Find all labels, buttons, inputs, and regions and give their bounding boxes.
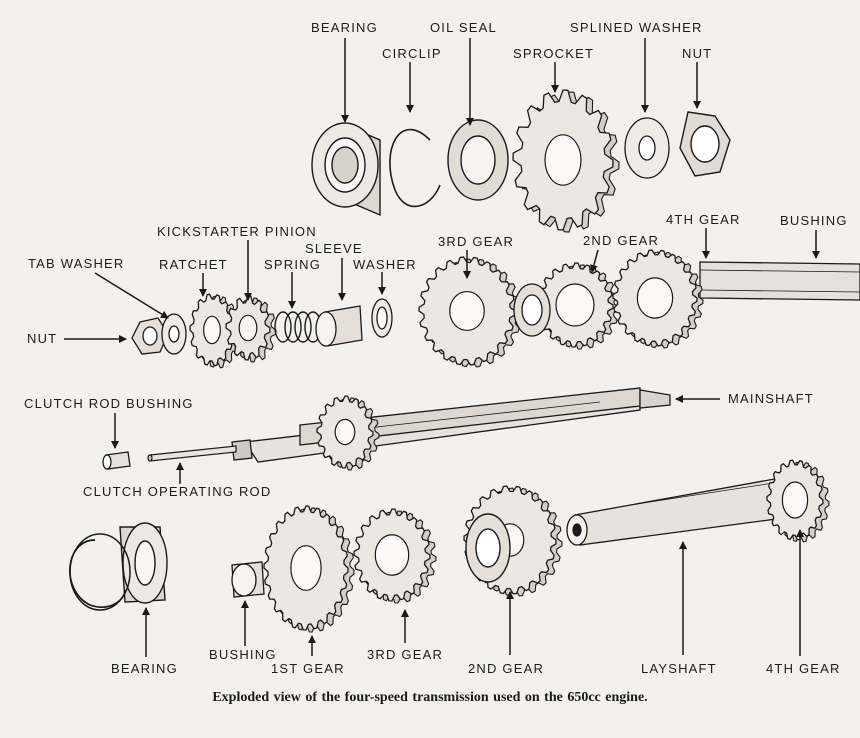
- bottom-ring-drawing: [465, 513, 511, 583]
- label-2nd-gear-top: 2ND GEAR: [583, 233, 660, 248]
- washer-drawing: [371, 298, 393, 338]
- label-clutch-operating-rod: CLUTCH OPERATING ROD: [83, 484, 272, 499]
- label-splined-washer: SPLINED WASHER: [570, 20, 703, 35]
- gear-drawings: [189, 89, 830, 633]
- top-shaft: [699, 261, 860, 301]
- label-washer: WASHER: [353, 257, 417, 272]
- tab-washer-drawing: [161, 313, 187, 355]
- top-3rd-gear-icon: [418, 256, 522, 368]
- sleeve-drawing: [315, 305, 363, 347]
- spring-drawing: [274, 311, 322, 343]
- label-circlip: CIRCLIP: [382, 46, 442, 61]
- top-nut-drawing: [679, 111, 731, 177]
- label-4th-gear-top: 4TH GEAR: [666, 212, 741, 227]
- label-nut-top: NUT: [682, 46, 713, 61]
- oil-seal-drawing: [447, 119, 509, 201]
- top-2nd-gear-icon: [536, 262, 620, 350]
- 1st-gear-icon: [263, 505, 355, 633]
- mainshaft-gear-icon: [316, 395, 380, 471]
- label-tab-washer: TAB WASHER: [28, 256, 125, 271]
- bottom-3rd-gear-icon: [353, 508, 437, 604]
- label-bearing-bottom: BEARING: [111, 661, 178, 676]
- top-4th-gear-icon: [612, 249, 704, 349]
- top-bearing-drawing: [311, 122, 381, 217]
- layshaft-drawing: [566, 477, 785, 546]
- sprocket-icon: [512, 89, 620, 233]
- kickstarter-pinion-icon: [225, 295, 277, 363]
- label-clutch-rod-bushing: CLUTCH ROD BUSHING: [24, 396, 194, 411]
- bottom-bushing-drawing: [231, 561, 265, 598]
- circlip-drawing: [389, 128, 441, 208]
- label-2nd-gear-bottom: 2ND GEAR: [468, 661, 545, 676]
- label-bushing-bottom: BUSHING: [209, 647, 277, 662]
- arrow-2nd-gear-top: [589, 249, 599, 273]
- label-sprocket: SPROCKET: [513, 46, 595, 61]
- clutch-rod-drawing: [147, 445, 237, 462]
- label-layshaft: LAYSHAFT: [641, 661, 717, 676]
- label-nut-left: NUT: [27, 331, 58, 346]
- label-bearing-top: BEARING: [311, 20, 378, 35]
- splined-washer-drawing: [624, 117, 670, 179]
- layshaft-4th-gear-icon: [766, 459, 830, 543]
- label-1st-gear: 1ST GEAR: [271, 661, 345, 676]
- figure-caption: Exploded view of the four-speed transmis…: [212, 690, 648, 705]
- clutch-rod-bushing-drawing: [102, 451, 131, 470]
- label-spring: SPRING: [264, 257, 322, 272]
- bottom-bearing-drawing: [68, 522, 168, 611]
- mainshaft-drawing: [231, 387, 671, 463]
- top-bushing-ring-drawing: [513, 283, 551, 337]
- label-mainshaft: MAINSHAFT: [728, 391, 814, 406]
- label-4th-gear-bottom: 4TH GEAR: [766, 661, 841, 676]
- label-ratchet: RATCHET: [159, 257, 228, 272]
- label-kickstarter-pinion: KICKSTARTER PINION: [157, 224, 317, 239]
- left-nut-drawing: [131, 317, 169, 355]
- label-3rd-gear-bottom: 3RD GEAR: [367, 647, 444, 662]
- leader-arrows: [64, 38, 820, 657]
- ratchet-icon: [189, 293, 241, 369]
- label-bushing-top: BUSHING: [780, 213, 848, 228]
- arrow-tab-washer: [94, 272, 169, 319]
- label-oil-seal: OIL SEAL: [430, 20, 497, 35]
- label-sleeve: SLEEVE: [305, 241, 363, 256]
- label-3rd-gear-top: 3RD GEAR: [438, 234, 515, 249]
